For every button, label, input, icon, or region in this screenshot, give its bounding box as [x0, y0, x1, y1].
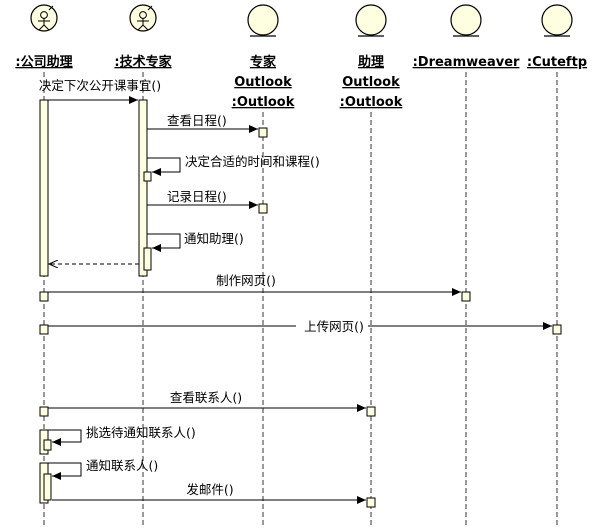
message-m7: 制作网页()	[48, 273, 461, 296]
participant-label: :技术专家	[114, 54, 172, 70]
participant-label-line2: Outlook	[342, 75, 400, 90]
message-arrow	[48, 462, 82, 480]
message-arrow	[48, 429, 82, 446]
message-m8: 上传网页()	[48, 318, 552, 334]
activation-bar	[143, 247, 152, 271]
activation-bar	[461, 291, 471, 302]
message-label: 决定下次公开课事宜()	[39, 78, 161, 93]
message-label: 查看日程()	[167, 113, 227, 128]
message-arrow	[147, 233, 181, 252]
activation-bar	[39, 406, 49, 417]
message-m5: 通知助理()	[147, 231, 244, 252]
activation-bar	[366, 406, 376, 417]
entity-icon	[355, 4, 387, 37]
message-label: 通知联系人()	[86, 458, 158, 473]
participant-assistant-outlook: 助理 Outlook :Outlook	[340, 4, 403, 110]
entity-icon	[541, 4, 573, 37]
message-label: 通知助理()	[184, 231, 244, 246]
activation-bar	[258, 203, 268, 214]
message-m3: 决定合适的时间和课程()	[147, 154, 320, 176]
message-label: 上传网页()	[304, 319, 364, 334]
activation-bar	[43, 473, 52, 501]
participant-label: 助理	[358, 54, 384, 70]
message-m12: 发邮件()	[52, 482, 366, 504]
activation-bar	[43, 439, 52, 451]
message-m1: 决定下次公开课事宜()	[39, 78, 161, 104]
participant-label: :Cuteftp	[527, 55, 587, 70]
entity-icon	[247, 4, 279, 37]
activation-bar	[39, 291, 49, 302]
participant-cuteftp: :Cuteftp	[527, 4, 587, 70]
message-m4: 记录日程()	[147, 189, 258, 209]
participant-label-line3: :Outlook	[340, 95, 403, 110]
message-label: 发邮件()	[186, 482, 233, 497]
participant-label-line3: :Outlook	[232, 95, 295, 110]
participant-label: :Dreamweaver	[413, 55, 520, 70]
participant-label: 专家	[250, 54, 277, 70]
message-m10: 挑选待通知联系人()	[48, 425, 196, 446]
participant-expert-outlook: 专家 Outlook :Outlook	[232, 4, 295, 110]
participant-assistant: :公司助理	[15, 4, 73, 70]
participant-label: :公司助理	[15, 54, 72, 70]
activation-bar	[366, 497, 376, 508]
message-arrow	[147, 157, 181, 176]
message-label: 挑选待通知联系人()	[86, 425, 196, 440]
activation-bar	[143, 171, 152, 182]
participant-tech: :技术专家	[114, 4, 173, 70]
actor-stick-icon	[30, 4, 58, 32]
message-m2: 查看日程()	[147, 113, 258, 133]
activation-bar	[552, 324, 562, 335]
activation-bar	[258, 127, 268, 138]
message-label: 记录日程()	[167, 189, 227, 204]
activation-bar	[39, 99, 49, 277]
participant-label-line2: Outlook	[234, 75, 292, 90]
entity-icon	[450, 4, 482, 37]
activation-bar	[138, 99, 148, 277]
message-m11: 通知联系人()	[48, 458, 158, 480]
message-label: 决定合适的时间和课程()	[185, 154, 320, 169]
message-m9: 查看联系人()	[48, 390, 366, 412]
message-label: 查看联系人()	[170, 390, 242, 405]
actor-stick-icon	[129, 4, 157, 32]
message-label-backdrop	[296, 318, 368, 334]
activation-bar	[39, 324, 49, 335]
message-label: 制作网页()	[216, 273, 276, 288]
participant-dreamweaver: :Dreamweaver	[413, 4, 520, 70]
